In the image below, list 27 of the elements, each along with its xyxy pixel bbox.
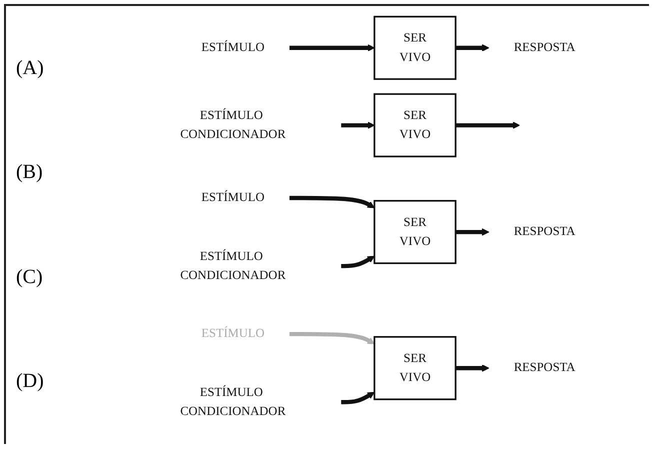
arrow (289, 332, 375, 344)
row-label: (C) (15, 266, 44, 289)
node-text: RESPOSTA (514, 361, 576, 375)
arrow (341, 256, 375, 268)
node-text: RESPOSTA (514, 225, 576, 238)
node-box: SER VIVO (374, 336, 456, 400)
node-text: ESTÍMULO (201, 191, 264, 204)
node-text: ESTÍMULO CONDICIONADOR (180, 109, 286, 142)
node-text: ESTÍMULO CONDICIONADOR (180, 386, 286, 418)
node-text: ESTÍMULO (201, 327, 264, 341)
arrow (456, 122, 520, 129)
arrow (289, 44, 375, 52)
node-text: ESTÍMULO (201, 41, 264, 54)
arrow (289, 196, 375, 208)
row-label: (B) (15, 161, 44, 184)
row-label: (A) (15, 56, 45, 80)
arrow (456, 228, 490, 236)
node-box: SER VIVO (374, 93, 456, 158)
row-label: (D) (15, 370, 45, 394)
node-text: ESTÍMULO CONDICIONADOR (180, 250, 286, 282)
node-box: SER VIVO (374, 16, 456, 80)
arrow (456, 364, 490, 372)
arrow (341, 392, 375, 404)
arrow (341, 122, 375, 129)
node-box: SER VIVO (374, 200, 456, 264)
arrow (456, 44, 490, 52)
node-text: RESPOSTA (514, 41, 576, 54)
